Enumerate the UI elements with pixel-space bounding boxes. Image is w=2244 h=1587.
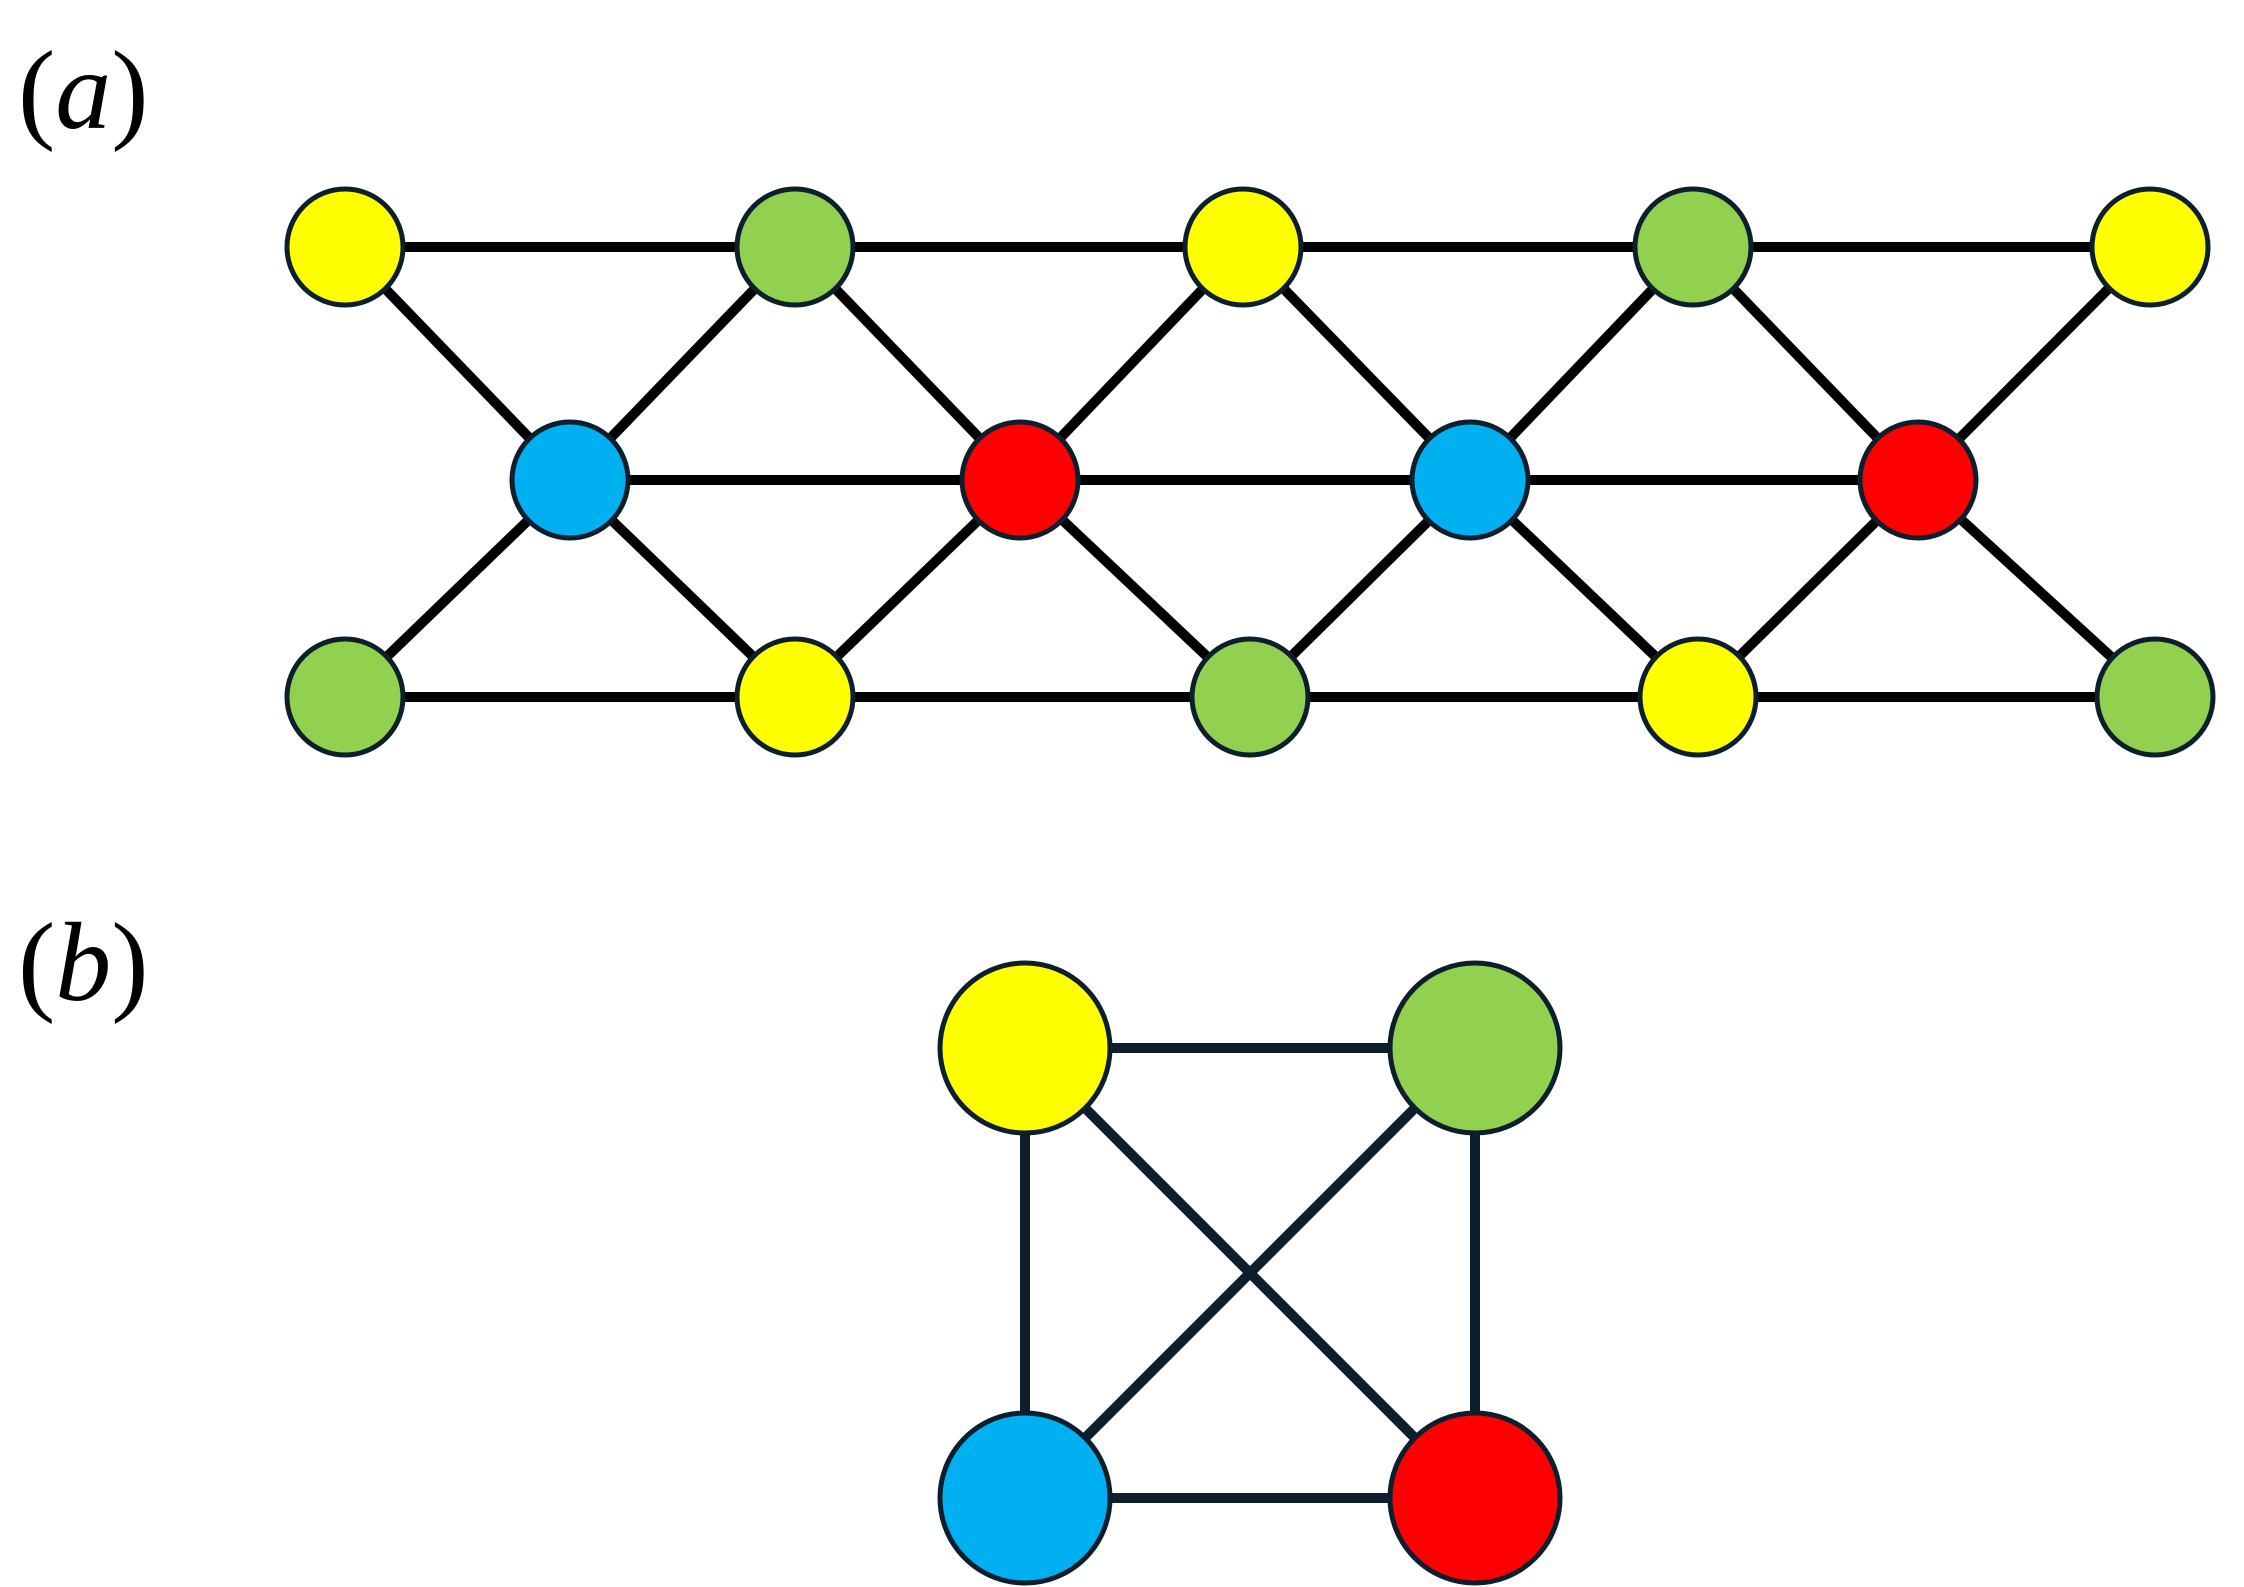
node-b-tr-green — [1387, 960, 1563, 1136]
node-a-m3-red — [1857, 419, 1979, 541]
node-a-t2-yellow — [1182, 186, 1304, 308]
panel-a-label-open: ( — [18, 29, 55, 153]
panel-b-label-close: ) — [111, 901, 148, 1025]
node-a-t4-yellow — [2089, 186, 2211, 308]
node-a-m0-blue — [509, 419, 631, 541]
node-b-tl-yellow — [937, 960, 1113, 1136]
node-a-b4-green — [2094, 636, 2216, 758]
panel-a-label-close: ) — [111, 29, 148, 153]
node-a-m2-blue — [1409, 419, 1531, 541]
graph-b-nodes — [937, 960, 1563, 1586]
graph-b — [937, 960, 1563, 1586]
panel-a-label: (a) — [18, 29, 149, 153]
node-a-t0-yellow — [284, 186, 406, 308]
panel-b-label-open: ( — [18, 901, 55, 1025]
node-a-b0-green — [284, 636, 406, 758]
node-a-b1-yellow — [734, 636, 856, 758]
graph-a — [284, 186, 2216, 758]
node-b-bl-blue — [937, 1410, 1113, 1586]
graph-b-edges — [1020, 1043, 1480, 1503]
node-a-m1-red — [959, 419, 1081, 541]
edge-b-tr-bl — [1021, 1044, 1479, 1502]
panel-b-label: (b) — [18, 901, 149, 1025]
graph-a-nodes — [284, 186, 2216, 758]
node-a-b2-green — [1189, 636, 1311, 758]
node-b-br-red — [1387, 1410, 1563, 1586]
node-a-b3-yellow — [1637, 636, 1759, 758]
panel-b-label-letter: b — [55, 901, 111, 1025]
node-a-t1-green — [734, 186, 856, 308]
panel-a-label-letter: a — [55, 29, 111, 153]
node-a-t3-green — [1632, 186, 1754, 308]
